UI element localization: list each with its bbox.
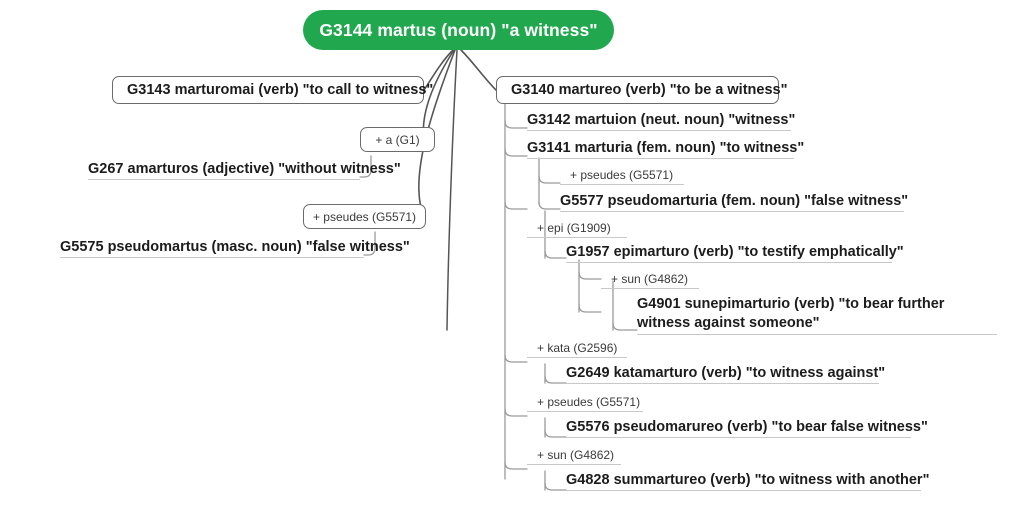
operator-node-plus-pseudes-left[interactable]: + pseudes (G5571) (303, 204, 426, 229)
node-g5575[interactable]: G5575 pseudomartus (masc. noun) "false w… (60, 236, 410, 258)
node-g5576[interactable]: G5576 pseudomarureo (verb) "to bear fals… (566, 416, 928, 438)
node-g3143[interactable]: G3143 marturomai (verb) "to call to witn… (112, 76, 433, 104)
node-g5577[interactable]: G5577 pseudomarturia (fem. noun) "false … (560, 190, 908, 212)
node-g4828[interactable]: G4828 summartureo (verb) "to witness wit… (566, 469, 929, 491)
operator-node-plus-pseudes-1[interactable]: + pseudes (G5571) (560, 164, 684, 185)
node-g2649[interactable]: G2649 katamarturo (verb) "to witness aga… (566, 362, 885, 384)
root-node-g3144[interactable]: G3144 martus (noun) "a witness" (303, 10, 614, 50)
operator-node-plus-sun-2[interactable]: + sun (G4862) (527, 444, 621, 465)
node-g267[interactable]: G267 amarturos (adjective) "without witn… (88, 158, 401, 180)
node-g3141[interactable]: G3141 marturia (fem. noun) "to witness" (527, 137, 804, 159)
operator-node-plus-pseudes-2[interactable]: + pseudes (G5571) (527, 391, 643, 412)
node-g4901[interactable]: G4901 sunepimarturio (verb) "to bear fur… (637, 294, 997, 335)
node-g1957[interactable]: G1957 epimarturo (verb) "to testify emph… (566, 241, 904, 263)
operator-node-plus-a-g1[interactable]: + a (G1) (360, 127, 435, 152)
operator-node-plus-sun-1[interactable]: + sun (G4862) (601, 268, 699, 289)
operator-node-plus-kata[interactable]: + kata (G2596) (527, 337, 627, 358)
operator-node-plus-epi[interactable]: + epi (G1909) (527, 217, 627, 238)
node-g3140[interactable]: G3140 martureo (verb) "to be a witness" (496, 76, 787, 104)
node-g3142[interactable]: G3142 martuion (neut. noun) "witness" (527, 109, 795, 131)
